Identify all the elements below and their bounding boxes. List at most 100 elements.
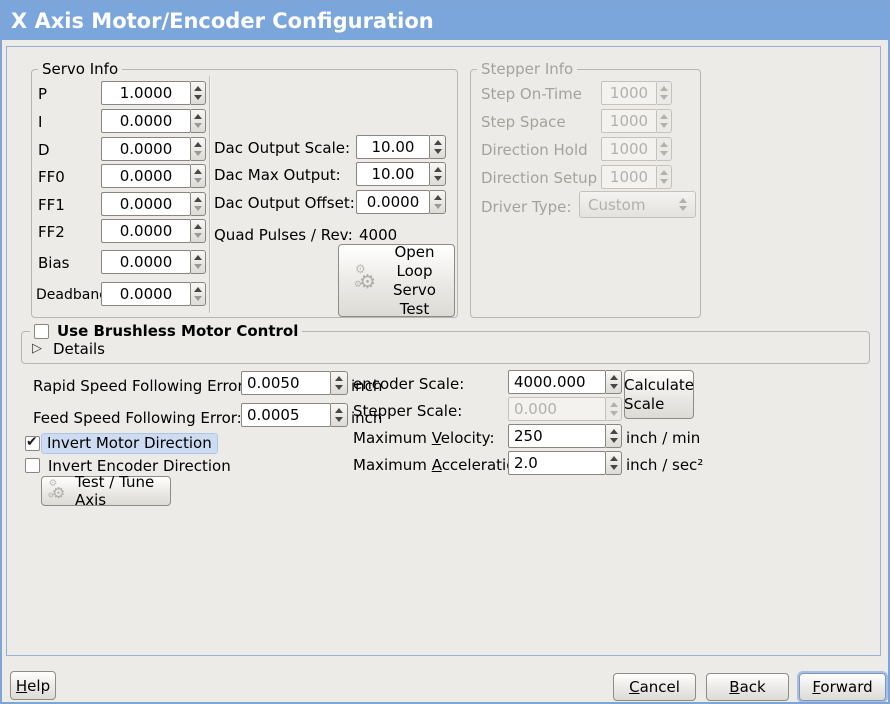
rapid-following-error-input[interactable] (241, 371, 331, 395)
spin-up-icon[interactable] (335, 376, 343, 381)
spin-down-icon[interactable] (609, 438, 618, 443)
spin-down-icon (660, 179, 668, 184)
page-title: X Axis Motor/Encoder Configuration (11, 9, 434, 33)
spin-up-icon[interactable] (194, 142, 202, 147)
spin-down-icon[interactable] (194, 151, 202, 156)
spin-up-icon[interactable] (433, 167, 442, 172)
encoder-scale-input[interactable] (508, 370, 606, 394)
spin-down-icon[interactable] (194, 123, 202, 128)
spin-up-icon[interactable] (194, 169, 202, 174)
help-button[interactable]: Help (10, 671, 56, 700)
spin-up-icon[interactable] (609, 375, 618, 380)
deadband-input[interactable] (101, 282, 191, 306)
spin-up-icon[interactable] (194, 197, 202, 202)
i-spinner[interactable] (191, 109, 206, 133)
spin-up-icon[interactable] (433, 140, 442, 145)
stepper-info-legend: Stepper Info (477, 60, 578, 78)
bias-spinner[interactable] (191, 250, 206, 274)
ff0-spinner[interactable] (191, 164, 206, 188)
spin-down-icon[interactable] (194, 178, 202, 183)
invert-motor-checkbox[interactable]: ✔ (25, 434, 40, 451)
spin-up-icon[interactable] (194, 224, 202, 229)
spin-down-icon[interactable] (433, 204, 442, 209)
p-spinner[interactable] (191, 81, 206, 105)
checkmark-icon: ✔ (26, 434, 38, 450)
spin-up-icon[interactable] (194, 86, 202, 91)
max-acceleration-spinner[interactable] (606, 451, 622, 475)
spin-up-icon (660, 114, 668, 119)
ff1-spinner[interactable] (191, 192, 206, 216)
dac-output-scale-input[interactable] (356, 135, 430, 159)
spin-down-icon[interactable] (194, 296, 202, 301)
p-input[interactable] (101, 81, 191, 105)
brushless-checkbox[interactable] (34, 323, 49, 339)
rapid-following-error-spinner[interactable] (331, 371, 348, 395)
feed-following-error-label: Feed Speed Following Error: (33, 409, 242, 427)
direction-hold-spinner (657, 137, 672, 161)
bias-input[interactable] (101, 250, 191, 274)
ff2-input[interactable] (101, 219, 191, 243)
encoder-scale-spinner[interactable] (606, 370, 622, 394)
direction-setup-label: Direction Setup (481, 169, 598, 187)
spin-up-icon[interactable] (433, 195, 442, 200)
driver-type-select: Custom (579, 191, 696, 218)
feed-following-error-spinner[interactable] (331, 403, 348, 427)
spin-up-icon[interactable] (335, 408, 343, 413)
back-button[interactable]: Back (706, 673, 789, 701)
driver-type-label: Driver Type: (481, 198, 572, 216)
deadband-label: Deadband (36, 287, 109, 303)
spin-up-icon[interactable] (194, 287, 202, 292)
d-input[interactable] (101, 137, 191, 161)
spin-down-icon[interactable] (433, 149, 442, 154)
expander-triangle-icon[interactable]: ▷ (32, 341, 42, 356)
dac-max-output-spinner[interactable] (430, 162, 446, 186)
spin-down-icon[interactable] (335, 417, 343, 422)
dac-output-offset-spinner[interactable] (430, 190, 446, 214)
max-acceleration-input[interactable] (508, 451, 606, 475)
encoder-scale-label: encoder Scale: (353, 375, 465, 393)
spin-down-icon[interactable] (194, 95, 202, 100)
forward-button[interactable]: Forward (799, 673, 886, 701)
cancel-button[interactable]: Cancel (613, 673, 696, 701)
spin-down-icon[interactable] (194, 206, 202, 211)
spin-down-icon[interactable] (335, 385, 343, 390)
max-velocity-input[interactable] (508, 424, 606, 448)
spin-up-icon[interactable] (609, 456, 618, 461)
spin-down-icon[interactable] (609, 465, 618, 470)
dac-output-scale-spinner[interactable] (430, 135, 446, 159)
spin-up-icon[interactable] (194, 255, 202, 260)
dac-max-output-input[interactable] (356, 162, 430, 186)
test-tune-axis-button[interactable]: ⚙ ⚙ ⚙ Test / Tune Axis (41, 473, 171, 509)
i-input[interactable] (101, 109, 191, 133)
stepper-info-frame: Stepper Info Step On-Time Step Space Dir… (470, 60, 701, 318)
calculate-scale-button[interactable]: Calculate Scale (624, 370, 694, 419)
deadband-spinner[interactable] (191, 282, 206, 306)
spin-down-icon[interactable] (194, 233, 202, 238)
cancel-label: Cancel (629, 678, 680, 696)
spin-up-icon[interactable] (194, 114, 202, 119)
spin-down-icon[interactable] (433, 176, 442, 181)
invert-encoder-label[interactable]: Invert Encoder Direction (48, 457, 231, 475)
d-spinner[interactable] (191, 137, 206, 161)
invert-encoder-checkbox[interactable] (25, 458, 40, 473)
spin-up-icon[interactable] (609, 429, 618, 434)
spin-down-icon[interactable] (194, 264, 202, 269)
ff2-spinner[interactable] (191, 219, 206, 243)
spin-down-icon[interactable] (609, 384, 618, 389)
step-space-label: Step Space (481, 113, 566, 131)
details-expander[interactable]: Details (53, 340, 106, 358)
max-acceleration-unit: inch / sec² (626, 456, 704, 474)
max-velocity-spinner[interactable] (606, 424, 622, 448)
invert-motor-label[interactable]: Invert Motor Direction (41, 433, 218, 454)
feed-following-error-input[interactable] (241, 403, 331, 427)
rapid-following-error-label: Rapid Speed Following Error: (33, 377, 249, 395)
test-tune-axis-label: Test / Tune Axis (75, 473, 155, 509)
ff2-label: FF2 (38, 223, 65, 241)
ff1-input[interactable] (101, 192, 191, 216)
stepper-scale-spinner (606, 397, 622, 421)
max-velocity-label: Maximum Velocity: (353, 429, 495, 447)
dac-output-offset-input[interactable] (356, 190, 430, 214)
open-loop-servo-test-button[interactable]: ⚙ ⚙ ⚙ Open Loop Servo Test (338, 243, 455, 318)
ff0-input[interactable] (101, 164, 191, 188)
